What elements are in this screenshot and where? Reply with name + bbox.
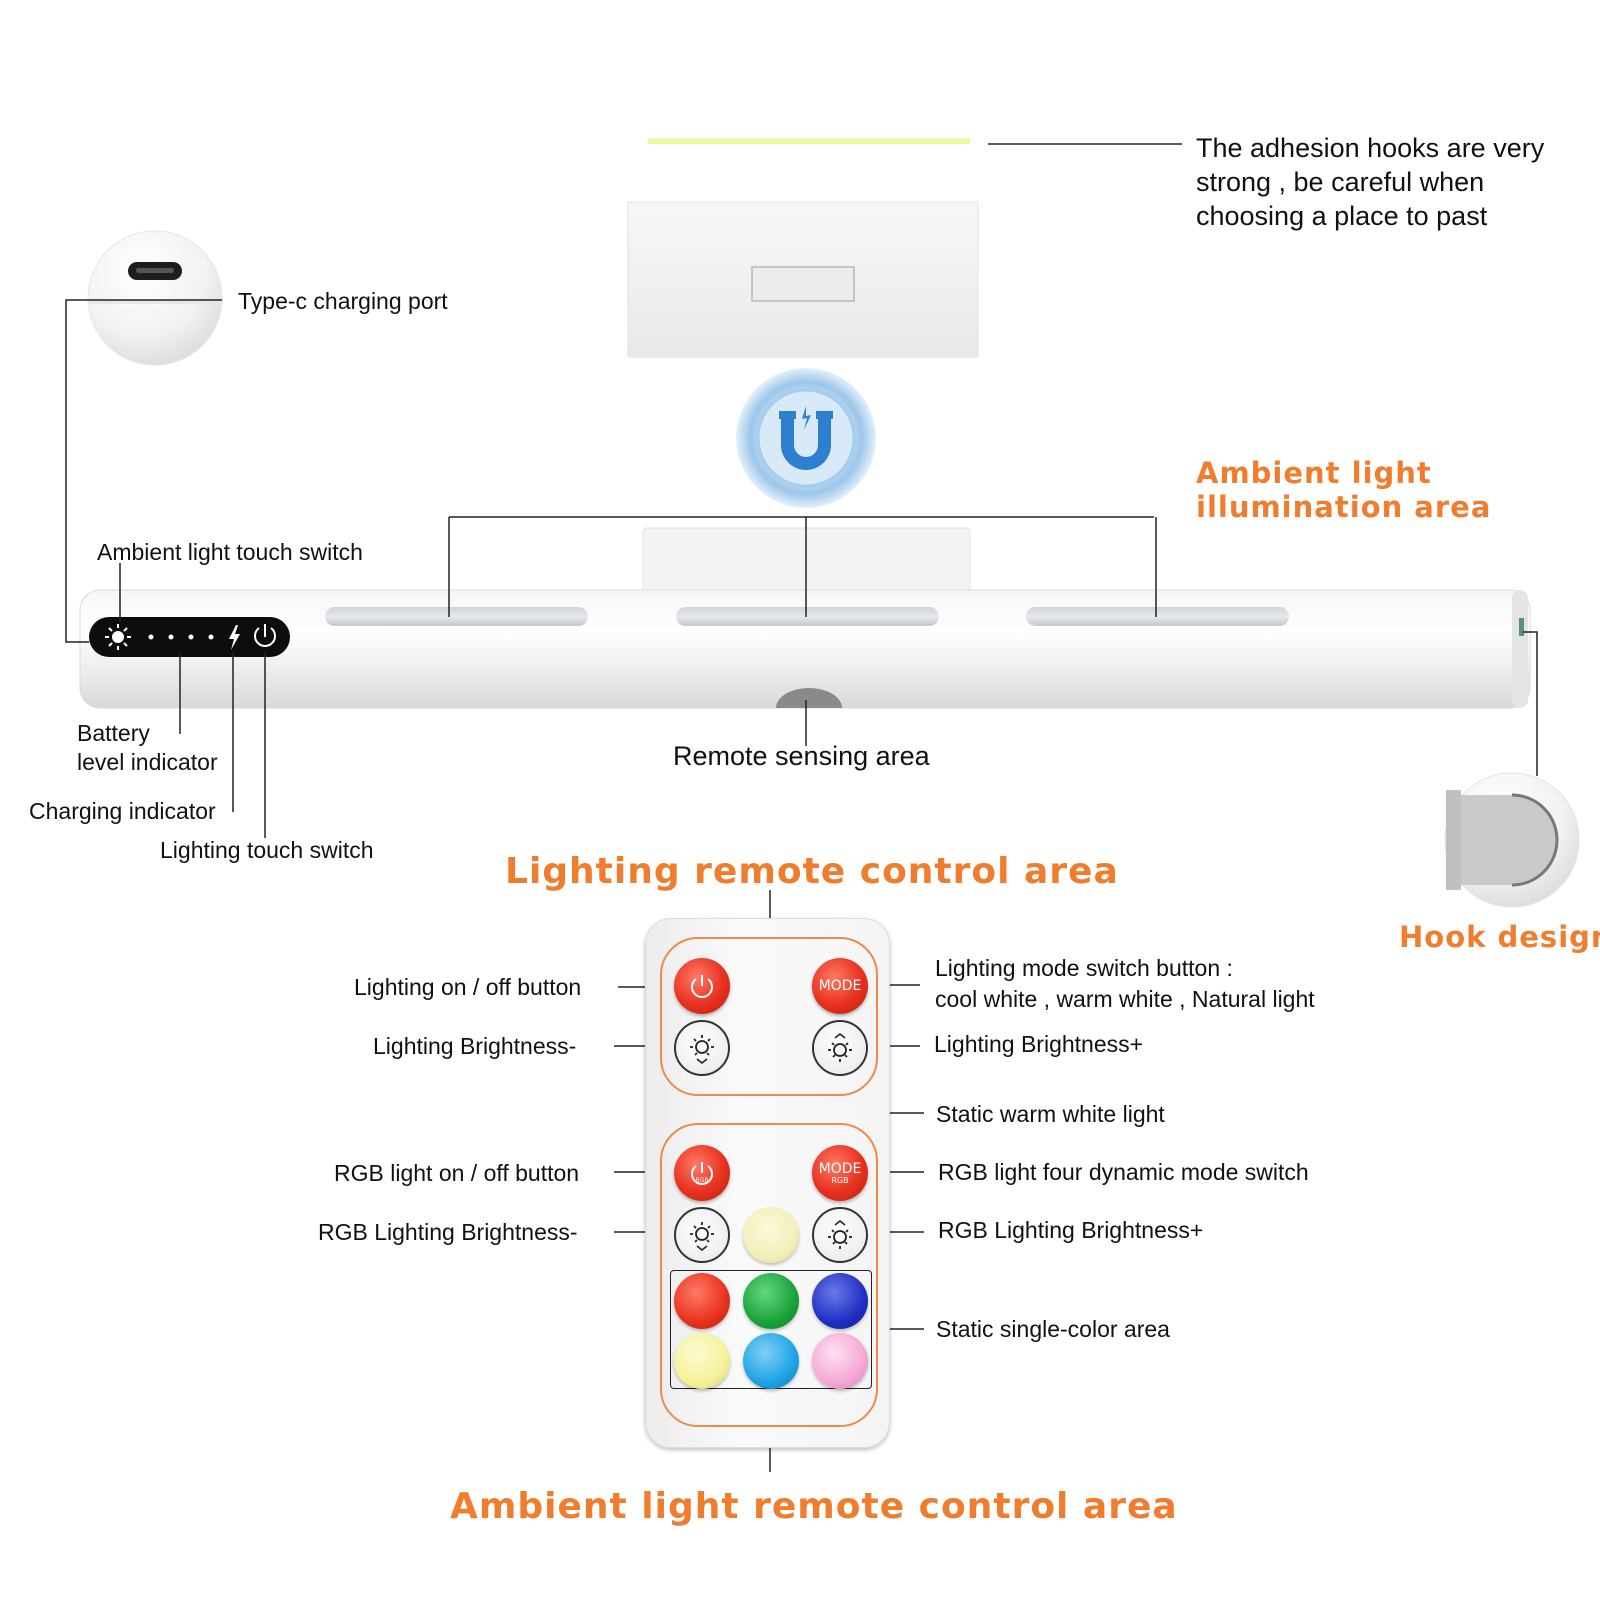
- rgb-brightness-minus-label: RGB Lighting Brightness-: [318, 1219, 578, 1245]
- typec-label: Type-c charging port: [238, 288, 448, 314]
- battery-label-2: level indicator: [77, 749, 218, 775]
- charge-bolt-icon: [229, 625, 240, 650]
- color-pink-button[interactable]: [812, 1333, 868, 1389]
- color-green-button[interactable]: [743, 1273, 799, 1329]
- power-icon: RGB: [691, 1162, 713, 1185]
- static-warm-white-button[interactable]: [743, 1207, 799, 1263]
- top-note-line-2: strong , be careful when: [1196, 167, 1485, 197]
- ambient-area-title-2: illumination area: [1196, 490, 1492, 524]
- rgb-brightness-plus-label: RGB Lighting Brightness+: [938, 1217, 1204, 1243]
- lighting-zone: [660, 937, 878, 1096]
- lighting-remote-section-title: Lighting remote control area: [505, 851, 1119, 892]
- brightness-plus-label: Lighting Brightness+: [934, 1031, 1144, 1057]
- rgb-mode-button[interactable]: MODE RGB: [812, 1145, 868, 1201]
- ambient-remote-section-title: Ambient light remote control area: [450, 1486, 1178, 1527]
- ambient-touch-label: Ambient light touch switch: [97, 539, 363, 565]
- adhesive-strip: [648, 138, 970, 144]
- mode-label-2: cool white , warm white , Natural light: [935, 986, 1315, 1012]
- color-blue-button[interactable]: [812, 1273, 868, 1329]
- light-slot-3: [1026, 607, 1289, 626]
- usb-c-port-icon: [87, 230, 223, 366]
- ambient-zone: [660, 1123, 878, 1427]
- hook-slot: [751, 266, 855, 302]
- static-warm-label: Static warm white light: [936, 1101, 1165, 1127]
- sun-icon: [105, 624, 131, 650]
- rgb-brightness-plus-button[interactable]: [812, 1207, 868, 1263]
- remote-sensing-label: Remote sensing area: [673, 741, 930, 771]
- lighting-mode-button[interactable]: MODE: [812, 958, 868, 1014]
- color-cyan-button[interactable]: [743, 1333, 799, 1389]
- battery-dots: [148, 634, 214, 640]
- ambient-area-title-1: Ambient light: [1196, 456, 1432, 490]
- color-yellow-button[interactable]: [674, 1333, 730, 1389]
- rgb-mode-label: MODE: [818, 1161, 862, 1177]
- brightness-down-icon: [690, 1035, 714, 1065]
- hook-design-label: Hook design: [1399, 920, 1600, 954]
- charging-label: Charging indicator: [29, 798, 216, 824]
- mode-label-1: Lighting mode switch button :: [935, 955, 1233, 981]
- power-icon: [691, 975, 713, 998]
- brightness-up-icon: [828, 1032, 852, 1062]
- svg-text:RGB: RGB: [696, 1177, 709, 1184]
- lighting-power-button[interactable]: [674, 958, 730, 1014]
- bar-end-cap: [1512, 590, 1528, 708]
- brightness-down-icon: [690, 1222, 714, 1252]
- on-off-label: Lighting on / off button: [354, 974, 582, 1000]
- rgb-mode-sublabel: RGB: [831, 1176, 849, 1185]
- lighting-brightness-minus-button[interactable]: [674, 1020, 730, 1076]
- mode-label: MODE: [818, 978, 862, 994]
- top-note-line-3: choosing a place to past: [1196, 201, 1488, 231]
- lighting-touch-label: Lighting touch switch: [160, 837, 374, 863]
- rgb-brightness-minus-button[interactable]: [674, 1207, 730, 1263]
- light-slot-2: [676, 607, 939, 626]
- power-icon: [254, 624, 276, 647]
- remote-control: MODE RGB MODE RGB: [645, 918, 890, 1448]
- rgb-mode-label-text: RGB light four dynamic mode switch: [938, 1159, 1309, 1185]
- color-red-button[interactable]: [674, 1273, 730, 1329]
- top-note-line-1: The adhesion hooks are very: [1196, 133, 1545, 163]
- brightness-minus-label: Lighting Brightness-: [373, 1033, 577, 1059]
- static-single-label: Static single-color area: [936, 1316, 1170, 1342]
- remote-sensor: [776, 688, 842, 708]
- lighting-brightness-plus-button[interactable]: [812, 1020, 868, 1076]
- rgb-on-off-label: RGB light on / off button: [334, 1160, 580, 1186]
- magnet-icon: [736, 368, 876, 508]
- brightness-up-icon: [828, 1219, 852, 1249]
- hook-zoom-icon: [1444, 772, 1580, 908]
- light-slot-1: [325, 607, 588, 626]
- rgb-power-button[interactable]: RGB: [674, 1145, 730, 1201]
- battery-label-1: Battery: [77, 720, 150, 746]
